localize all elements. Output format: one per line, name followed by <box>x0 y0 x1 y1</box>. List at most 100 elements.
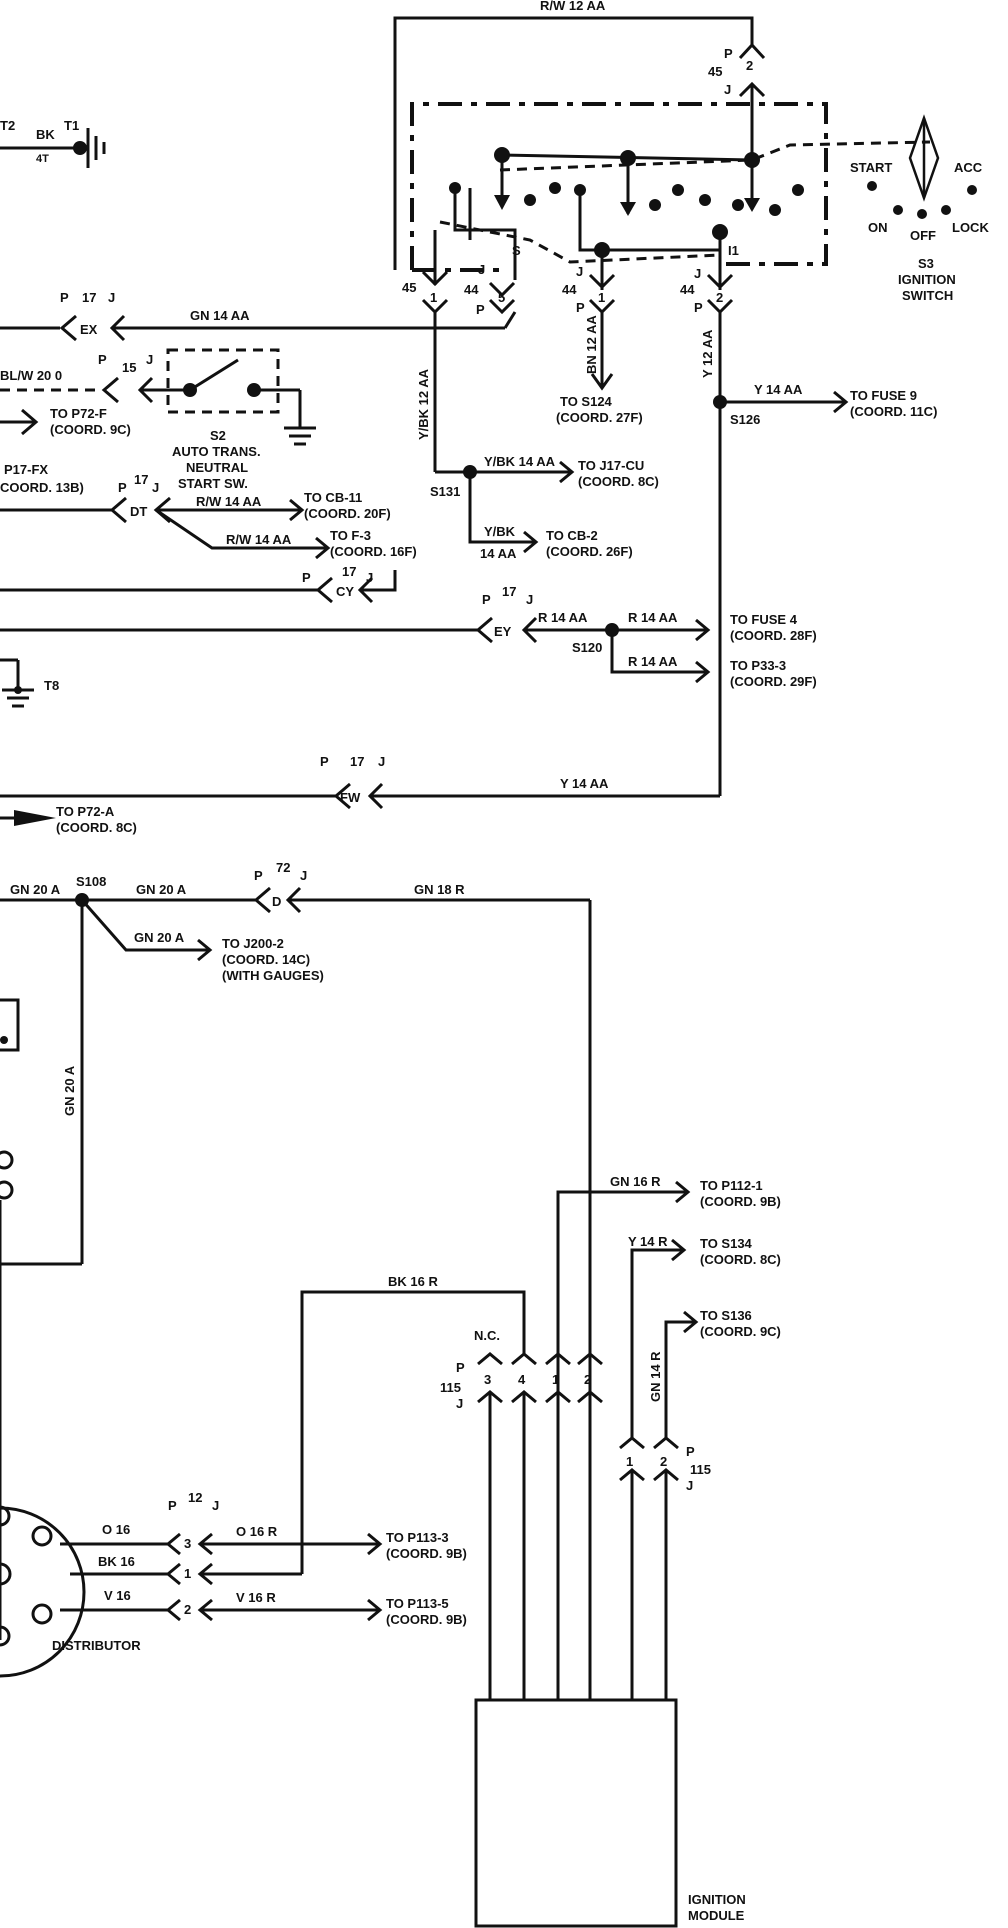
label-destinations-j17cu-c: (COORD. 8C) <box>578 474 659 489</box>
label-connectors-p17fx: P17-FX <box>4 462 48 477</box>
label-wires-v16: V 16 <box>104 1588 131 1603</box>
splice-s126: S126 <box>730 412 760 427</box>
label-destinations-cb2-c: (COORD. 26F) <box>546 544 633 559</box>
switch-pin-s: S <box>512 243 521 258</box>
label-wires-v16r: V 16 R <box>236 1590 276 1605</box>
label-destinations-p33: TO P33-3 <box>730 658 786 673</box>
label-connectors-p: P <box>694 300 703 315</box>
label-wires-gn20b: GN 20 A <box>136 882 187 897</box>
switch-pin-i1: I1 <box>728 243 739 258</box>
switch-title-2: SWITCH <box>902 288 953 303</box>
label-connectors-c17: 17 <box>82 290 96 305</box>
label-destinations-fuse4-c: (COORD. 28F) <box>730 628 817 643</box>
label-connectors-j: J <box>366 570 373 585</box>
label-connectors-d: D <box>272 894 281 909</box>
label-destinations-fuse9: TO FUSE 9 <box>850 388 917 403</box>
label-connectors-c17: 17 <box>134 472 148 487</box>
label-connectors-c45: 45 <box>708 64 722 79</box>
label-wires-gn20v: GN 20 A <box>62 1065 77 1116</box>
label-connectors-j: J <box>576 264 583 279</box>
label-connectors-coord13b: COORD. 13B) <box>0 480 84 495</box>
label-connectors-p: P <box>476 302 485 317</box>
label-connectors-pin4: 4 <box>518 1372 526 1387</box>
label-connectors-j: J <box>478 262 485 277</box>
label-destinations-p72f-c: (COORD. 9C) <box>50 422 131 437</box>
label-wires-ybk12: Y/BK 12 AA <box>416 368 431 440</box>
label-connectors-j: J <box>300 868 307 883</box>
ignition-module <box>474 1698 678 1928</box>
label-destinations-cb11-c: (COORD. 20F) <box>304 506 391 521</box>
label-connectors-pin1: 1 <box>430 290 437 305</box>
switch-ref: S3 <box>918 256 934 271</box>
neutral-switch-ref: S2 <box>210 428 226 443</box>
label-destinations-p33-c: (COORD. 29F) <box>730 674 817 689</box>
label-connectors-j: J <box>152 480 159 495</box>
label-connectors-nc: N.C. <box>474 1328 500 1343</box>
label-destinations-f3-c: (COORD. 16F) <box>330 544 417 559</box>
upper-left-wiring: T2 BK T1 4T EX P 17 J GN 14 AA Y/BK 12 A… <box>0 118 517 604</box>
label-connectors-j: J <box>686 1478 693 1493</box>
label-wires-r14c: R 14 AA <box>628 654 678 669</box>
label-connectors-pin1: 1 <box>552 1372 559 1387</box>
label-wires-r14b: R 14 AA <box>628 610 678 625</box>
label-destinations-j200: TO J200-2 <box>222 936 284 951</box>
label-wires-gn14r: GN 14 R <box>648 1351 663 1402</box>
switch-title-1: IGNITION <box>898 272 956 287</box>
label-destinations-s124-c: (COORD. 27F) <box>556 410 643 425</box>
pos-on: ON <box>868 220 888 235</box>
label-destinations-fuse4: TO FUSE 4 <box>730 612 798 627</box>
label-destinations-s124: TO S124 <box>560 394 613 409</box>
label-destinations-p112-c: (COORD. 9B) <box>700 1194 781 1209</box>
label-wires-y14r: Y 14 R <box>628 1234 668 1249</box>
pos-lock: LOCK <box>952 220 989 235</box>
lower-wiring: GN 20 A S108 GN 20 A D P 72 J GN 18 R GN… <box>0 860 781 1928</box>
label-neutral-switch-line-2: NEUTRAL <box>186 460 248 475</box>
label-connectors-fw: FW <box>340 790 361 805</box>
label-destinations-cb2: TO CB-2 <box>546 528 598 543</box>
label-wires-r14a: R 14 AA <box>538 610 588 625</box>
label-connectors-pin1: 1 <box>626 1454 633 1469</box>
label-wires-bk16r: BK 16 R <box>388 1274 438 1289</box>
label-connectors-cy: CY <box>336 584 354 599</box>
label-connectors-c115: 115 <box>690 1462 711 1477</box>
label-destinations-p72a: TO P72-A <box>56 804 115 819</box>
label-wires-fourteen-aa: 14 AA <box>480 546 517 561</box>
label-connectors-j: J <box>212 1498 219 1513</box>
label-destinations-s136: TO S136 <box>700 1308 752 1323</box>
label-connectors-p: P <box>456 1360 465 1375</box>
label-connectors-pin1: 1 <box>598 290 605 305</box>
label-connectors-p: P <box>168 1498 177 1513</box>
label-destinations-p112: TO P112-1 <box>700 1178 763 1193</box>
label-connectors-c17: 17 <box>502 584 516 599</box>
label-connectors-pin2: 2 <box>584 1372 591 1387</box>
label-connectors-c45: 45 <box>402 280 416 295</box>
label-wires-bn12: BN 12 AA <box>584 315 599 374</box>
label-destinations-p113-5-c: (COORD. 9B) <box>386 1612 467 1627</box>
label-connectors-pin2: 2 <box>746 58 753 73</box>
label-connectors-pin3: 3 <box>484 1372 491 1387</box>
label-connectors-pin2: 2 <box>716 290 723 305</box>
label-connectors-pin2: 2 <box>660 1454 667 1469</box>
label-connectors-c44: 44 <box>680 282 695 297</box>
label-connectors-p: P <box>254 868 263 883</box>
label-wires-four-t: 4T <box>36 153 49 165</box>
label-wires-o16: O 16 <box>102 1522 130 1537</box>
label-connectors-j: J <box>526 592 533 607</box>
label-neutral-switch-line-3: START SW. <box>178 476 248 491</box>
label-connectors-p: P <box>118 480 127 495</box>
label-destinations-s136-c: (COORD. 9C) <box>700 1324 781 1339</box>
label-connectors-c17: 17 <box>350 754 364 769</box>
label-wires-blw20: BL/W 20 0 <box>0 368 62 383</box>
wire-label-rw12: R/W 12 AA <box>540 0 606 13</box>
label-connectors-c115: 115 <box>440 1380 461 1395</box>
label-splices-t8: T8 <box>44 678 59 693</box>
pos-start: START <box>850 160 892 175</box>
label-wires-gn18: GN 18 R <box>414 882 465 897</box>
label-connectors-c12: 12 <box>188 1490 202 1505</box>
label-destinations-p113-3-c: (COORD. 9B) <box>386 1546 467 1561</box>
wire-label-gn14: GN 14 AA <box>190 308 250 323</box>
label-wires-y12: Y 12 AA <box>700 329 715 378</box>
label-destinations-p113-3: TO P113-3 <box>386 1530 449 1545</box>
label-connectors-p: P <box>724 46 733 61</box>
label-components-module-2: MODULE <box>688 1908 745 1923</box>
